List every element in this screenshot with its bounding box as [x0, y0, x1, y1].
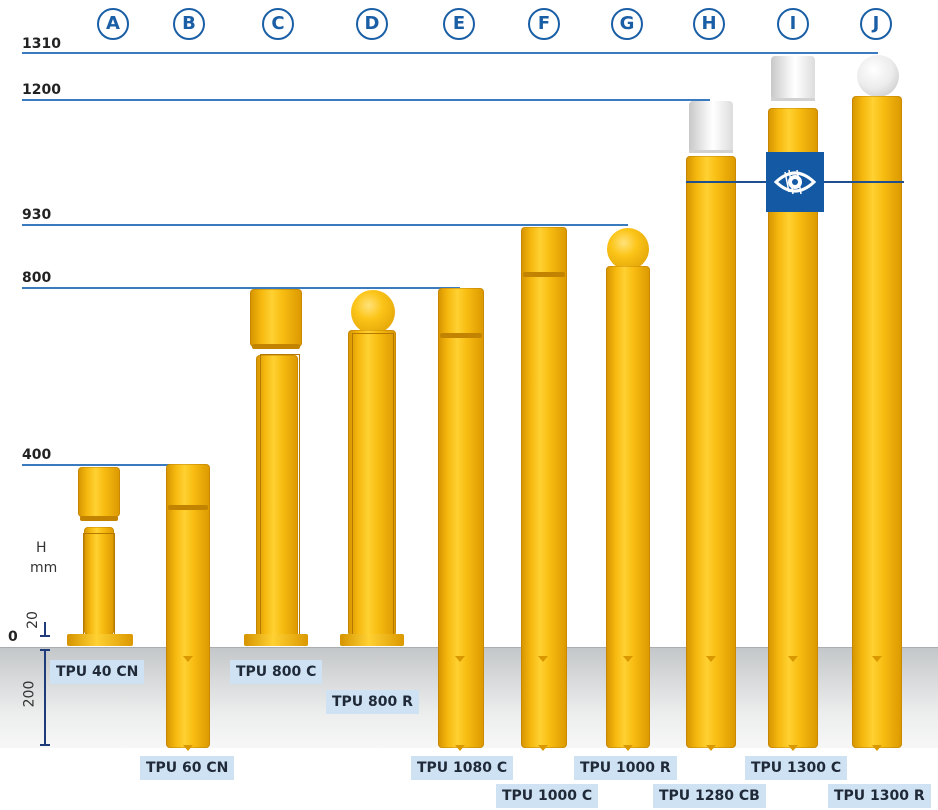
height-label-1200: 1200 [22, 82, 61, 98]
height-label-1310: 1310 [22, 36, 61, 52]
column-letter-d: D [356, 8, 388, 40]
visibility-line-right [824, 181, 904, 183]
height-line-930 [22, 224, 628, 226]
embed-depth-dim-tick-bottom [40, 744, 50, 746]
height-line-800 [22, 287, 460, 289]
product-label-i: TPU 1300 C [745, 756, 848, 780]
base-height-dim: 20 [24, 611, 41, 629]
column-letter-c: C [262, 8, 294, 40]
embed-depth-dim-tick-top [40, 649, 50, 651]
column-letter-i: I [777, 8, 809, 40]
height-label-400: 400 [22, 447, 52, 463]
product-label-d: TPU 800 R [326, 690, 419, 714]
height-line-400 [22, 464, 192, 466]
product-label-c: TPU 800 C [230, 660, 323, 684]
product-label-j: TPU 1300 R [828, 784, 931, 808]
embed-depth-dim: 200 [21, 680, 38, 708]
axis-h-label: H [36, 540, 47, 556]
height-label-930: 930 [22, 207, 52, 223]
column-letter-f: F [528, 8, 560, 40]
axis-mm-label: mm [30, 560, 58, 576]
height-label-800: 800 [22, 270, 52, 286]
product-label-e: TPU 1080 C [411, 756, 514, 780]
product-label-f: TPU 1000 C [496, 784, 599, 808]
height-line-1200 [22, 99, 710, 101]
product-label-g: TPU 1000 R [574, 756, 677, 780]
column-letter-a: A [97, 8, 129, 40]
column-letter-g: G [611, 8, 643, 40]
height-label-0: 0 [8, 629, 18, 645]
column-letter-j: J [860, 8, 892, 40]
column-letter-b: B [173, 8, 205, 40]
product-label-a: TPU 40 CN [50, 660, 145, 684]
visibility-line-left [686, 181, 766, 183]
height-line-1310 [22, 52, 878, 54]
product-label-h: TPU 1280 CB [653, 784, 766, 808]
base-height-dim-tick [40, 635, 50, 637]
column-letter-h: H [693, 8, 725, 40]
embed-depth-dim-line [44, 650, 46, 745]
eye-visibility-icon [766, 152, 824, 212]
column-letter-e: E [443, 8, 475, 40]
base-height-dim-line [44, 622, 46, 636]
product-label-b: TPU 60 CN [140, 756, 235, 780]
